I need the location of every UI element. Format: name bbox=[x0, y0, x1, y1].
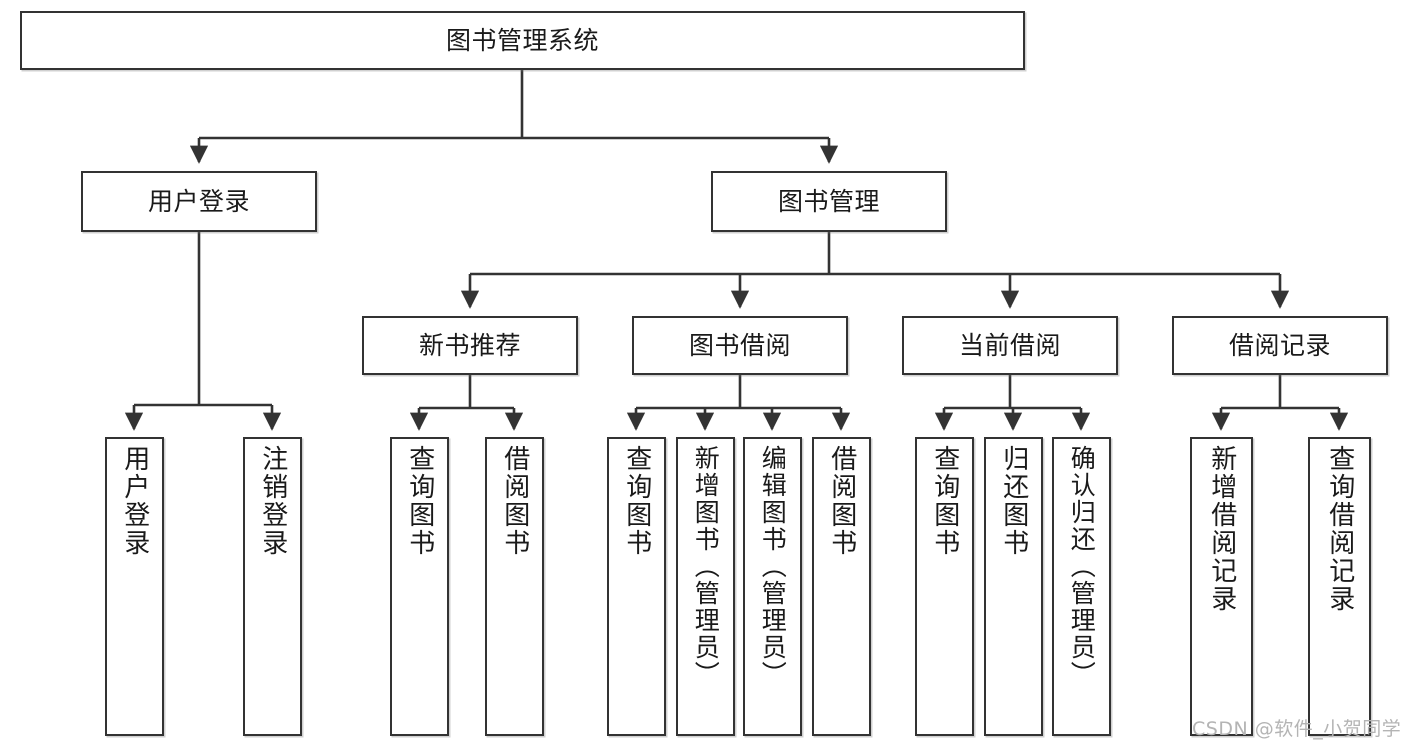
node-current-borrow[interactable]: 当前借阅 bbox=[902, 316, 1118, 375]
leaf-user-logout-label: 注销登录 bbox=[257, 445, 288, 557]
leaf-borrow-book-1-label: 借阅图书 bbox=[499, 445, 530, 557]
node-borrow-record-label: 借阅记录 bbox=[1228, 330, 1331, 360]
leaf-query-book-1-label: 查询图书 bbox=[404, 445, 435, 557]
leaf-borrow-book-1[interactable]: 借阅图书 bbox=[485, 437, 544, 736]
leaf-add-book-label: 新增图书（管理员） bbox=[691, 445, 721, 688]
leaf-user-login-label: 用户登录 bbox=[119, 445, 150, 557]
leaf-edit-book[interactable]: 编辑图书（管理员） bbox=[743, 437, 802, 736]
leaf-return-book[interactable]: 归还图书 bbox=[984, 437, 1043, 736]
csdn-watermark: CSDN @软件_小贺同学 bbox=[1192, 718, 1402, 740]
leaf-query-record[interactable]: 查询借阅记录 bbox=[1308, 437, 1371, 736]
leaf-return-book-label: 归还图书 bbox=[998, 445, 1029, 557]
leaf-add-record-label: 新增借阅记录 bbox=[1206, 445, 1237, 613]
node-book-borrow[interactable]: 图书借阅 bbox=[632, 316, 848, 375]
leaf-borrow-book-2[interactable]: 借阅图书 bbox=[812, 437, 871, 736]
leaf-query-book-1[interactable]: 查询图书 bbox=[390, 437, 449, 736]
node-root-label: 图书管理系统 bbox=[445, 25, 599, 55]
node-new-book-rec[interactable]: 新书推荐 bbox=[362, 316, 578, 375]
leaf-add-book[interactable]: 新增图书（管理员） bbox=[676, 437, 735, 736]
node-new-book-rec-label: 新书推荐 bbox=[418, 330, 521, 360]
leaf-query-book-2-label: 查询图书 bbox=[621, 445, 652, 557]
leaf-user-login[interactable]: 用户登录 bbox=[105, 437, 164, 736]
leaf-confirm-return-label: 确认归还（管理员） bbox=[1067, 445, 1097, 688]
node-borrow-record[interactable]: 借阅记录 bbox=[1172, 316, 1388, 375]
node-root[interactable]: 图书管理系统 bbox=[20, 11, 1025, 70]
leaf-query-record-label: 查询借阅记录 bbox=[1324, 445, 1355, 613]
node-book-borrow-label: 图书借阅 bbox=[688, 330, 791, 360]
leaf-query-book-3-label: 查询图书 bbox=[929, 445, 960, 557]
leaf-add-record[interactable]: 新增借阅记录 bbox=[1190, 437, 1253, 736]
leaf-query-book-2[interactable]: 查询图书 bbox=[607, 437, 666, 736]
node-user-login-label: 用户登录 bbox=[147, 186, 250, 216]
leaf-query-book-3[interactable]: 查询图书 bbox=[915, 437, 974, 736]
node-user-login[interactable]: 用户登录 bbox=[81, 171, 317, 232]
leaf-user-logout[interactable]: 注销登录 bbox=[243, 437, 302, 736]
node-book-manage[interactable]: 图书管理 bbox=[711, 171, 947, 232]
leaf-confirm-return[interactable]: 确认归还（管理员） bbox=[1052, 437, 1111, 736]
node-book-manage-label: 图书管理 bbox=[777, 186, 880, 216]
leaf-edit-book-label: 编辑图书（管理员） bbox=[758, 445, 788, 688]
node-current-borrow-label: 当前借阅 bbox=[958, 330, 1061, 360]
leaf-borrow-book-2-label: 借阅图书 bbox=[826, 445, 857, 557]
